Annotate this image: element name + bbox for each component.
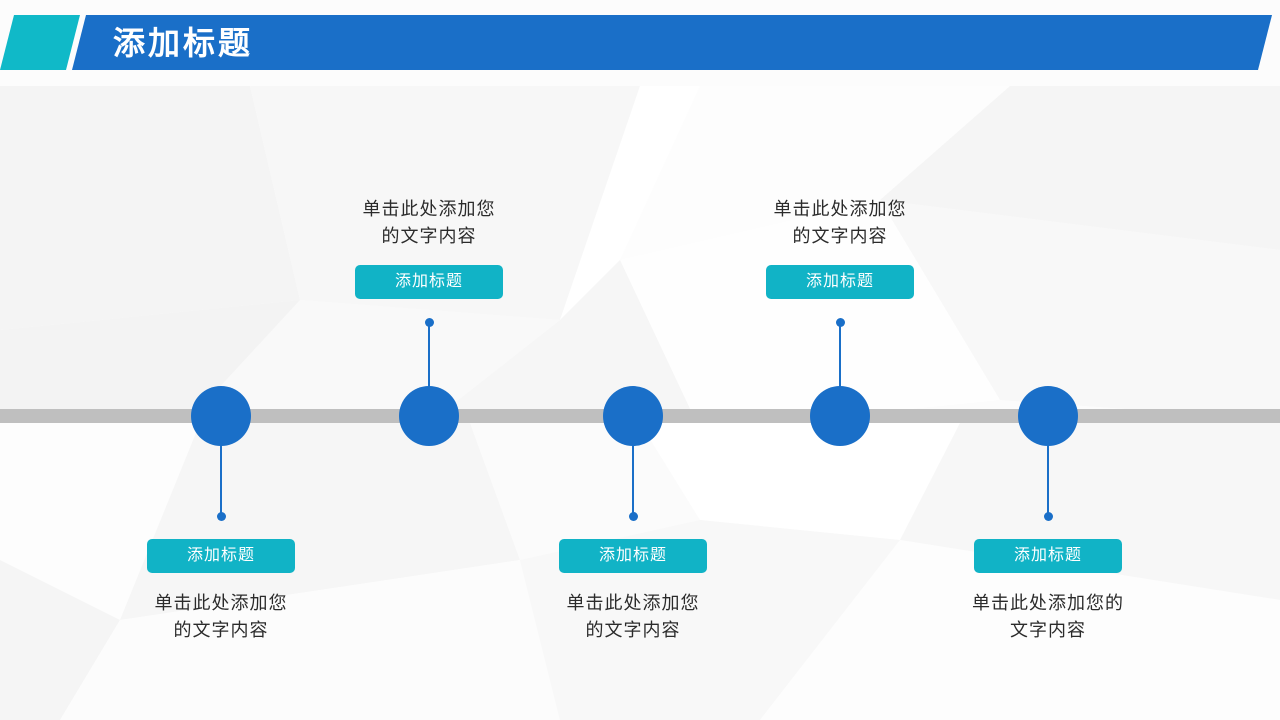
connector-line-5	[1047, 436, 1049, 516]
add-title-button-2[interactable]: 添加标题	[355, 265, 503, 299]
caption-text-4: 单击此处添加您 的文字内容	[773, 199, 907, 246]
add-title-button-4[interactable]: 添加标题	[766, 265, 914, 299]
caption-text-1: 单击此处添加您 的文字内容	[154, 593, 288, 640]
timeline-node-circle-2[interactable]	[399, 386, 459, 446]
timeline-node-circle-4[interactable]	[810, 386, 870, 446]
connector-dot-4	[835, 318, 845, 327]
caption-text-3: 单击此处添加您 的文字内容	[566, 593, 700, 640]
connector-line-3	[632, 436, 634, 516]
add-title-button-5[interactable]: 添加标题	[974, 539, 1122, 573]
timeline-node-circle-5[interactable]	[1018, 386, 1078, 446]
connector-line-4	[839, 322, 841, 396]
page-title: 添加标题	[113, 25, 254, 61]
timeline-node-circle-3[interactable]	[603, 386, 663, 446]
header-accent-parallelogram	[0, 15, 80, 70]
caption-text-5: 单击此处添加您的 文字内容	[972, 593, 1124, 640]
connector-dot-2	[424, 318, 434, 327]
connector-line-1	[220, 436, 222, 516]
connector-dot-3	[628, 512, 638, 521]
caption-text-2: 单击此处添加您 的文字内容	[362, 199, 496, 246]
connector-dot-5	[1043, 512, 1053, 521]
timeline-node-circle-1[interactable]	[191, 386, 251, 446]
connector-dot-1	[216, 512, 226, 521]
add-title-button-1[interactable]: 添加标题	[147, 539, 295, 573]
add-title-button-3[interactable]: 添加标题	[559, 539, 707, 573]
connector-line-2	[428, 322, 430, 396]
